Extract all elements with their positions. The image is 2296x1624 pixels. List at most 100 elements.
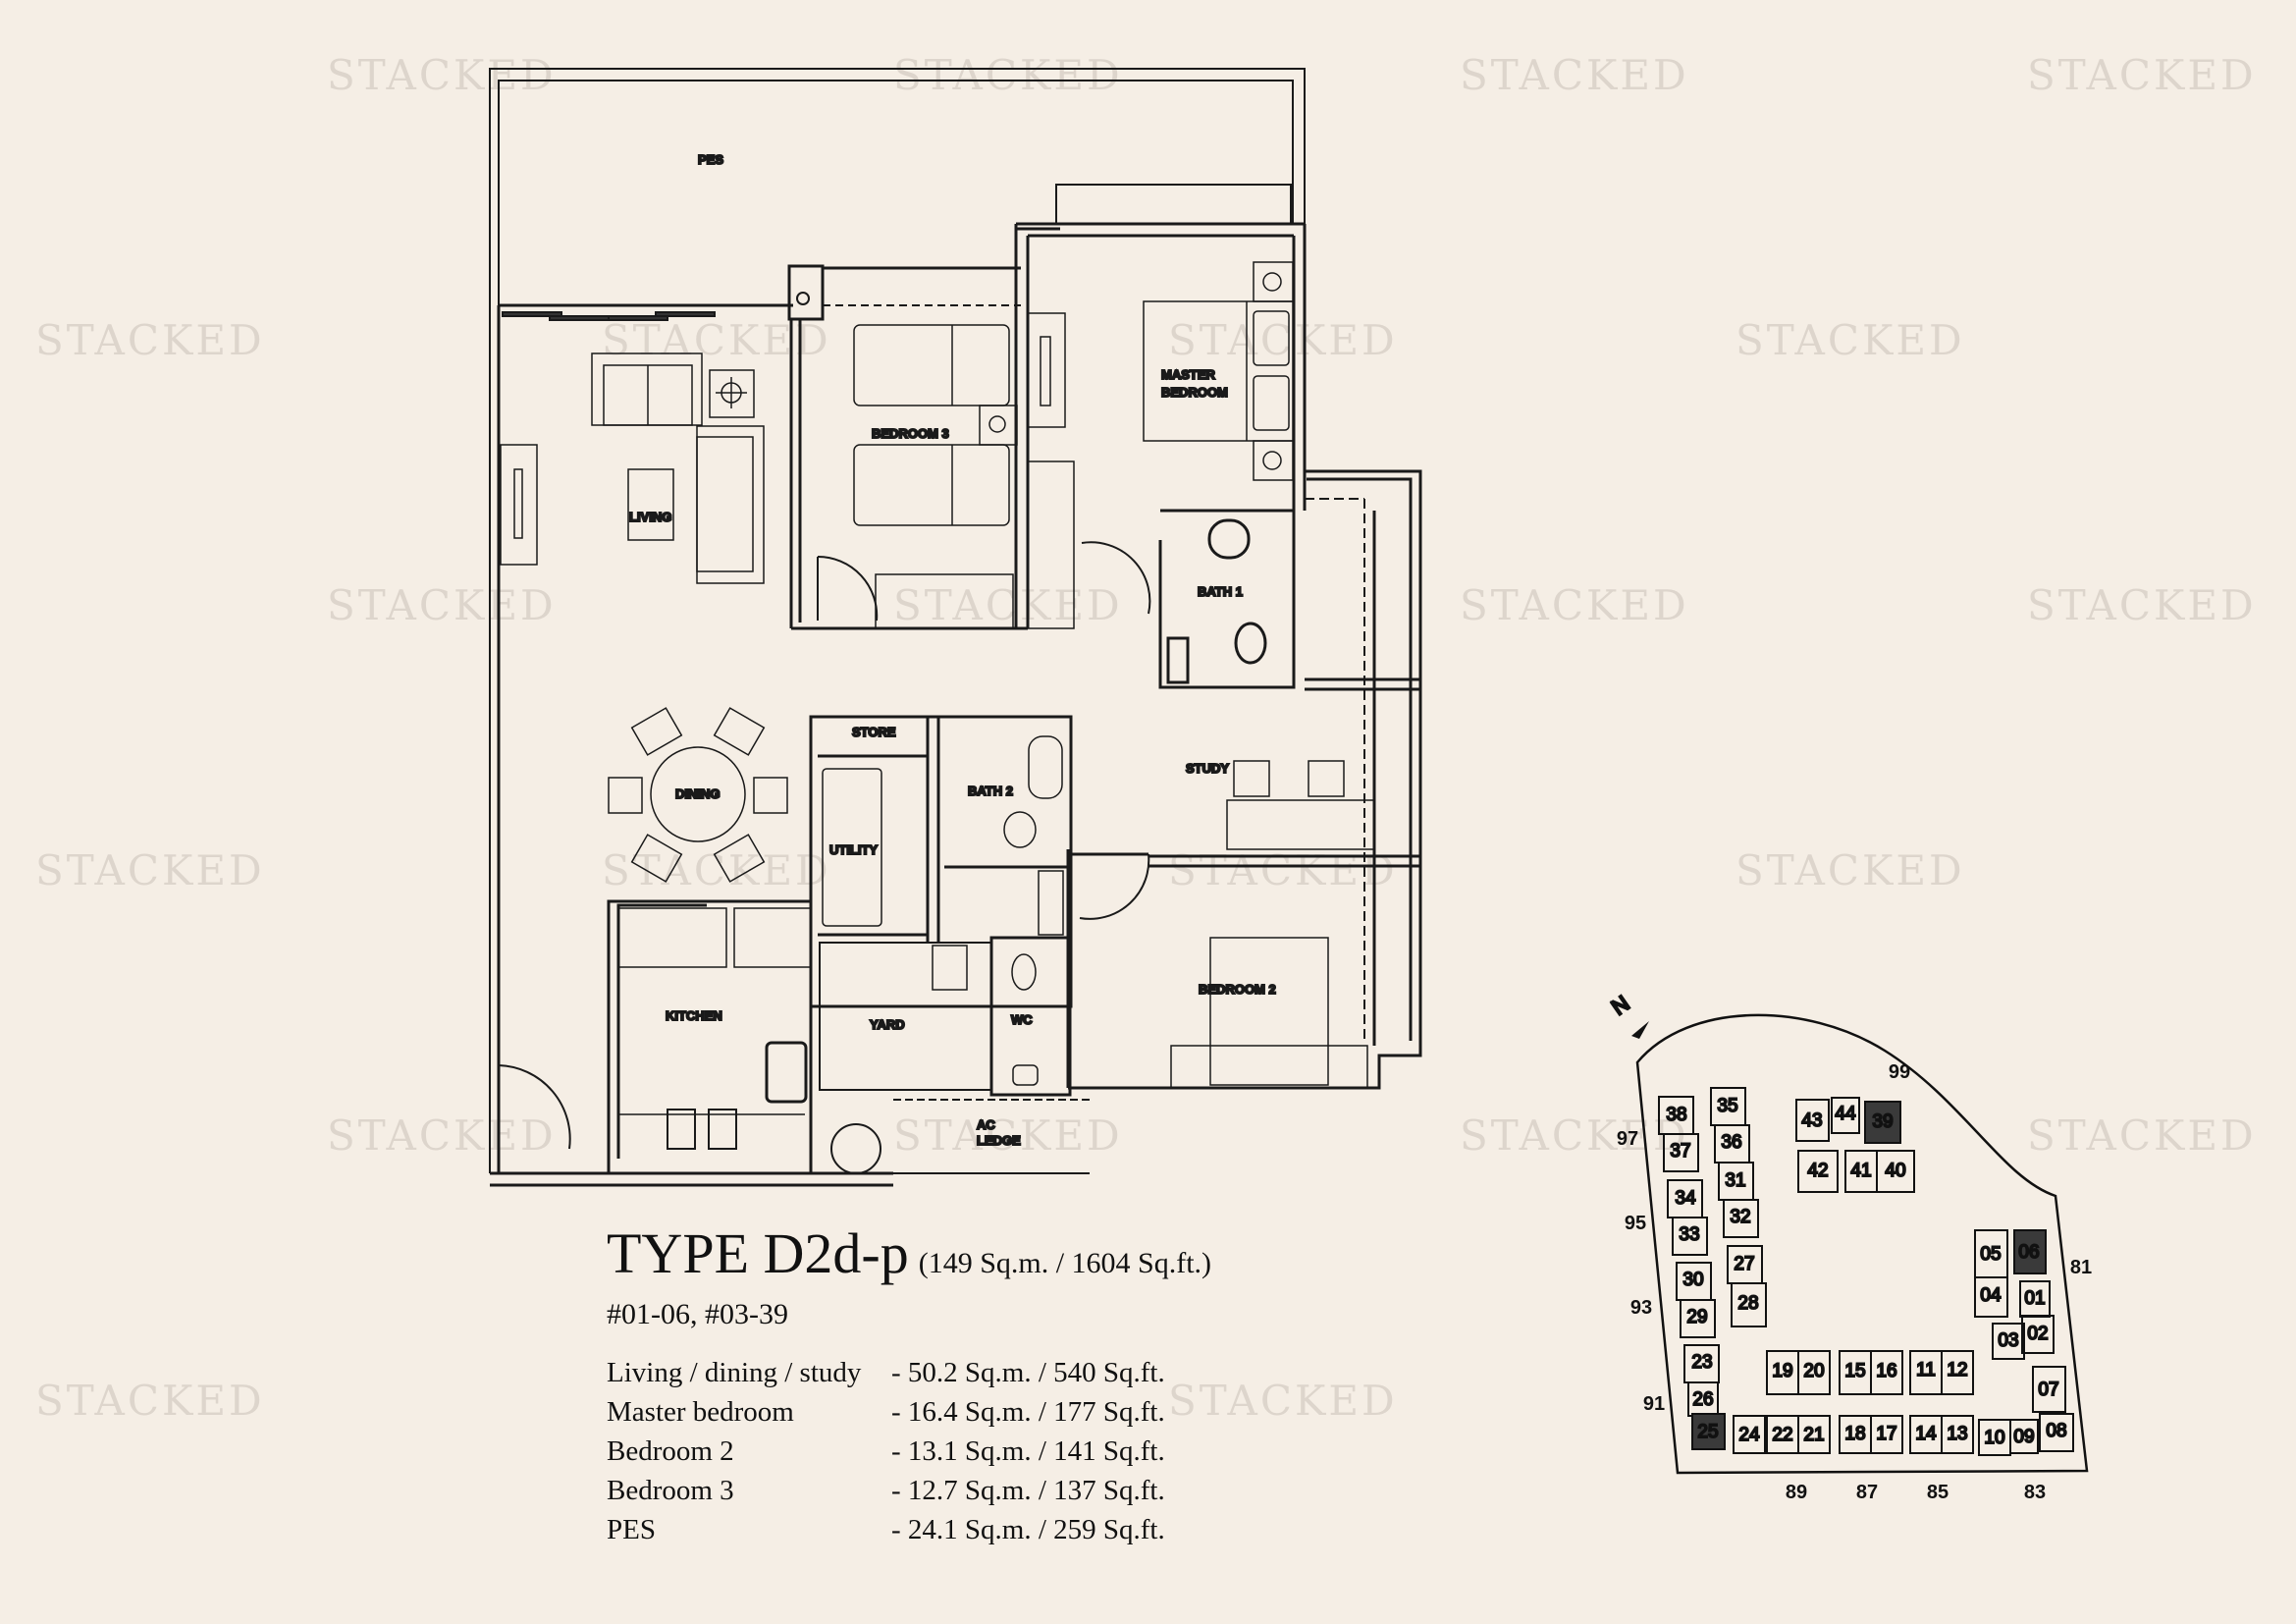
room-label-bath2: BATH 2 — [968, 784, 1013, 798]
svg-text:30: 30 — [1682, 1270, 1703, 1290]
svg-text:07: 07 — [2038, 1380, 2058, 1400]
svg-text:24: 24 — [1738, 1425, 1760, 1445]
unit-info: TYPE D2d-p(149 Sq.m. / 1604 Sq.ft.) #01-… — [607, 1225, 1211, 1549]
svg-text:44: 44 — [1835, 1104, 1856, 1124]
room-label-master-1: MASTER — [1161, 367, 1216, 382]
svg-text:23: 23 — [1691, 1352, 1712, 1373]
unit-numbers: #01-06, #03-39 — [607, 1298, 788, 1330]
svg-text:26: 26 — [1692, 1389, 1713, 1410]
area-room: Bedroom 3 — [607, 1475, 734, 1506]
svg-text:39: 39 — [1872, 1111, 1893, 1132]
room-label-bedroom2: BEDROOM 2 — [1199, 982, 1276, 997]
svg-text:99: 99 — [1889, 1061, 1910, 1083]
svg-text:35: 35 — [1717, 1096, 1737, 1116]
svg-text:02: 02 — [2027, 1324, 2048, 1344]
svg-text:36: 36 — [1721, 1132, 1741, 1153]
svg-text:93: 93 — [1630, 1297, 1652, 1319]
svg-text:12: 12 — [1947, 1360, 1967, 1380]
svg-text:27: 27 — [1734, 1254, 1754, 1274]
north-arrow-icon: N — [1606, 990, 1649, 1039]
svg-text:33: 33 — [1679, 1224, 1699, 1245]
svg-text:32: 32 — [1730, 1207, 1750, 1227]
room-label-bedroom3: BEDROOM 3 — [872, 426, 949, 441]
svg-text:19: 19 — [1772, 1361, 1792, 1381]
svg-text:87: 87 — [1856, 1482, 1878, 1503]
main-door-swing — [498, 1064, 571, 1150]
svg-text:09: 09 — [2013, 1427, 2034, 1447]
svg-text:85: 85 — [1927, 1482, 1949, 1503]
service-block — [809, 715, 1073, 1008]
area-value: - 12.7 Sq.m. / 137 Sq.ft. — [891, 1475, 1165, 1506]
svg-text:17: 17 — [1876, 1424, 1896, 1444]
svg-text:22: 22 — [1772, 1425, 1792, 1445]
area-row: Living / dining / study - 50.2 Sq.m. / 54… — [607, 1353, 1211, 1392]
svg-text:29: 29 — [1686, 1307, 1707, 1327]
svg-text:21: 21 — [1803, 1425, 1824, 1445]
svg-text:05: 05 — [1980, 1244, 2001, 1265]
svg-text:83: 83 — [2024, 1482, 2046, 1503]
svg-text:08: 08 — [2046, 1421, 2066, 1441]
room-label-master-2: BEDROOM — [1161, 385, 1228, 400]
svg-text:06: 06 — [2018, 1242, 2039, 1263]
svg-text:43: 43 — [1801, 1110, 1822, 1131]
svg-text:15: 15 — [1844, 1361, 1865, 1381]
svg-text:25: 25 — [1697, 1422, 1718, 1442]
area-room: Master bedroom — [607, 1396, 794, 1428]
master-bed — [1027, 261, 1294, 629]
svg-text:81: 81 — [2070, 1257, 2092, 1278]
area-row: Master bedroom - 16.4 Sq.m. / 177 Sq.ft. — [607, 1392, 1211, 1432]
room-label-store: STORE — [852, 725, 896, 739]
svg-text:11: 11 — [1916, 1360, 1936, 1380]
total-area: (149 Sq.m. / 1604 Sq.ft.) — [918, 1247, 1212, 1279]
dining-table — [608, 707, 788, 883]
area-room: Bedroom 2 — [607, 1435, 734, 1467]
site-blocks: 38 35 37 36 34 31 33 32 30 27 29 28 23 2… — [1658, 1087, 2074, 1456]
svg-text:38: 38 — [1666, 1105, 1686, 1125]
area-value: - 24.1 Sq.m. / 259 Sq.ft. — [891, 1514, 1165, 1545]
area-row: Bedroom 3 - 12.7 Sq.m. / 137 Sq.ft. — [607, 1471, 1211, 1510]
room-label-bath1: BATH 1 — [1198, 584, 1243, 599]
yard — [819, 942, 992, 1174]
road-labels: 99 97 95 93 91 89 87 85 83 81 — [1617, 1061, 2092, 1503]
svg-text:95: 95 — [1625, 1213, 1646, 1234]
kitchen — [607, 899, 813, 1173]
ac-ledge — [893, 1099, 1090, 1174]
sliding-door — [502, 292, 810, 321]
room-label-utility: UTILITY — [829, 842, 878, 857]
area-room: Living / dining / study — [607, 1357, 862, 1388]
svg-text:N: N — [1607, 991, 1633, 1020]
room-label-dining: DINING — [675, 786, 721, 801]
wc — [989, 936, 1072, 1097]
room-label-ac-1: AC — [977, 1117, 995, 1132]
bath1 — [1158, 509, 1296, 689]
svg-text:03: 03 — [1998, 1330, 2018, 1351]
room-label-kitchen: KITCHEN — [666, 1008, 722, 1023]
area-row: PES - 24.1 Sq.m. / 259 Sq.ft. — [607, 1510, 1211, 1549]
unit-type-title: TYPE D2d-p(149 Sq.m. / 1604 Sq.ft.) — [607, 1225, 1211, 1282]
svg-text:20: 20 — [1803, 1361, 1824, 1381]
room-label-study: STUDY — [1186, 761, 1229, 776]
room-label-wc: WC — [1011, 1012, 1033, 1027]
study-bedroom2 — [1066, 760, 1375, 1089]
svg-text:34: 34 — [1675, 1188, 1696, 1209]
area-value: - 50.2 Sq.m. / 540 Sq.ft. — [891, 1357, 1165, 1388]
svg-text:41: 41 — [1850, 1161, 1871, 1181]
area-value: - 16.4 Sq.m. / 177 Sq.ft. — [891, 1396, 1165, 1428]
room-label-ac-2: LEDGE — [977, 1133, 1021, 1148]
svg-text:31: 31 — [1725, 1170, 1745, 1191]
svg-text:10: 10 — [1984, 1428, 2004, 1448]
area-value: - 13.1 Sq.m. / 141 Sq.ft. — [891, 1435, 1165, 1467]
room-label-living: LIVING — [629, 510, 671, 524]
svg-text:04: 04 — [1980, 1285, 2002, 1306]
svg-text:40: 40 — [1885, 1161, 1905, 1181]
area-table: Living / dining / study - 50.2 Sq.m. / 54… — [607, 1353, 1211, 1549]
room-label-yard: YARD — [870, 1017, 905, 1032]
bed — [853, 324, 1018, 629]
room-label-pes: PES — [698, 152, 723, 167]
svg-text:91: 91 — [1643, 1393, 1665, 1415]
area-row: Bedroom 2 - 13.1 Sq.m. / 141 Sq.ft. — [607, 1432, 1211, 1471]
area-room: PES — [607, 1514, 656, 1545]
svg-text:42: 42 — [1807, 1161, 1828, 1181]
type-name: TYPE D2d-p — [607, 1221, 909, 1285]
